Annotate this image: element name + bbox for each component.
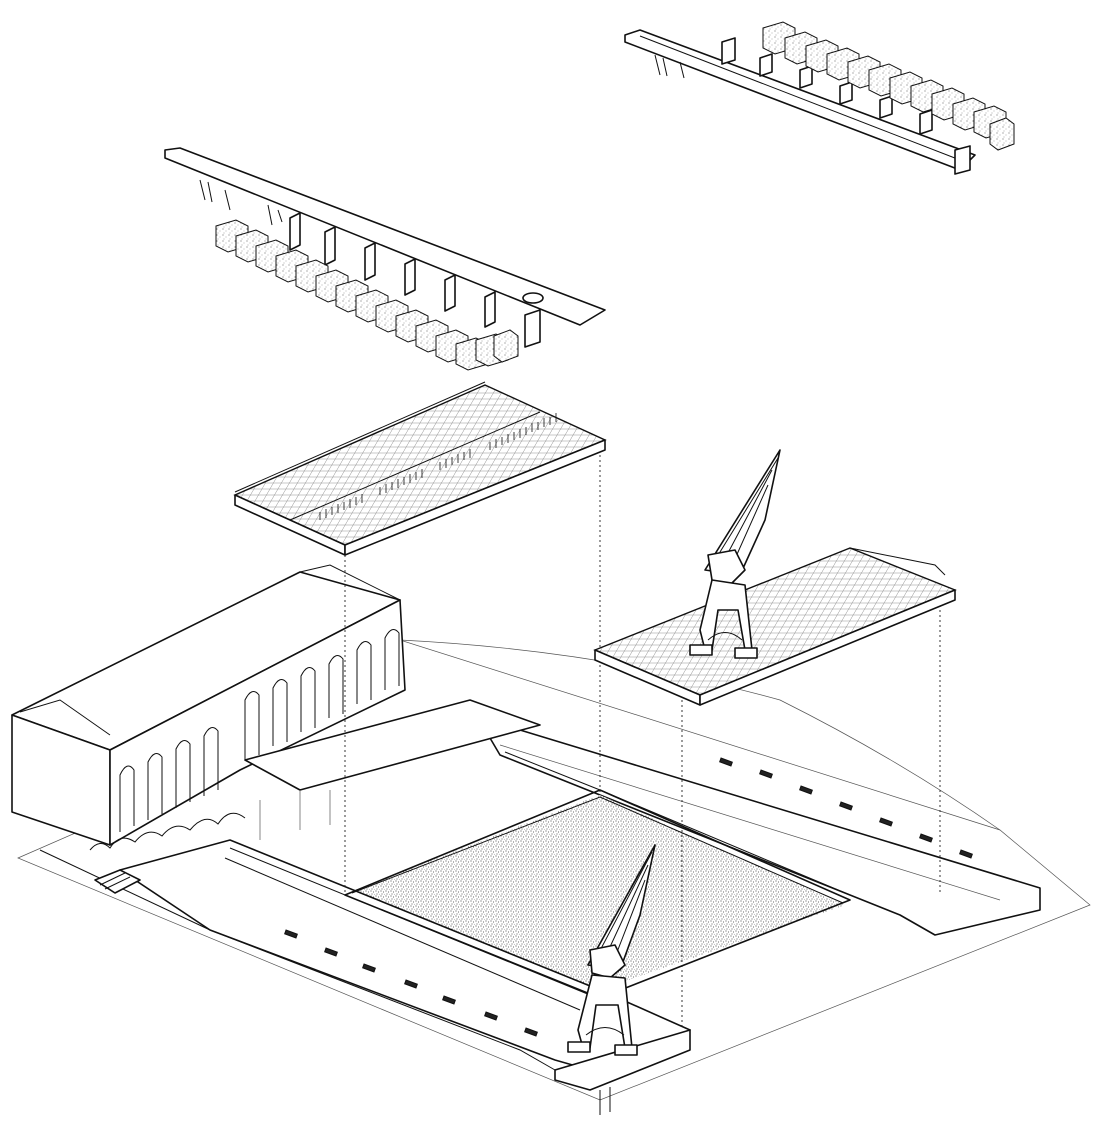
beam-supports-right xyxy=(654,54,685,79)
water-stipple xyxy=(355,795,845,990)
beam-brackets-right xyxy=(721,37,971,175)
facade-arches xyxy=(119,628,400,832)
crane-floating xyxy=(689,449,781,659)
crane-deck-platform xyxy=(593,547,957,706)
canopy-beam-left xyxy=(164,147,606,371)
planted-deck-platform xyxy=(233,381,607,556)
stippled-blocks-right xyxy=(762,21,1015,151)
bollard-slots-north xyxy=(719,757,973,859)
beam-brackets-left xyxy=(289,212,541,348)
canopy-beam-right xyxy=(624,21,1015,175)
crane-grounded xyxy=(567,844,656,1056)
beam-supports-left xyxy=(199,179,283,226)
stippled-blocks-left xyxy=(215,219,519,371)
warehouse-building xyxy=(11,564,541,894)
bollard-slots-south xyxy=(284,929,538,1037)
planting-rows xyxy=(319,413,557,520)
projection-lines xyxy=(344,455,941,1030)
dock-basin xyxy=(119,729,1041,1115)
